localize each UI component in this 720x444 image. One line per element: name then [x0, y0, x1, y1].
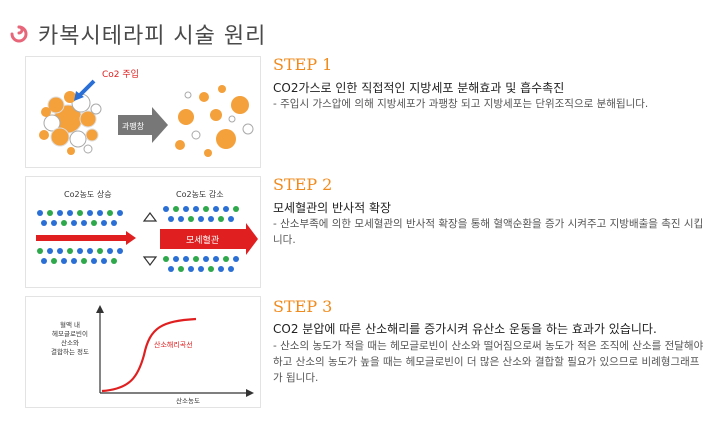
svg-text:헤모글로빈이: 헤모글로빈이 — [52, 329, 88, 338]
vessel-label: 모세혈관 — [186, 234, 219, 246]
page-title: 카복시테라피 시술 원리 — [38, 24, 267, 49]
svg-text:산소와: 산소와 — [61, 338, 79, 347]
x-axis-label: 산소농도 — [176, 396, 200, 405]
step1-illustration: Co2 주입 과팽창 — [25, 56, 261, 168]
co2-rise-label: Co2농도 상승 — [64, 189, 112, 199]
oxygen-dissociation-graph: 혈액 내 헤모글로빈이 산소와 결합하는 정도 산소해리곡선 산소농도 — [51, 305, 254, 405]
step3-desc-line: - 산소의 농도가 적을 때는 헤모글로빈이 산소와 떨어짐으로써 농도가 적은… — [273, 340, 704, 352]
dispersed-cells — [175, 85, 254, 157]
expansion-label: 과팽창 — [122, 121, 145, 131]
step3-desc-line: 가 됩니다. — [273, 372, 319, 384]
curve-label: 산소해리곡선 — [154, 340, 193, 349]
fat-cell-cluster — [39, 91, 102, 155]
expansion-arrow-icon: 과팽창 — [118, 107, 168, 143]
step2-description: - 산소부족에 의한 모세혈관의 반사적 확장을 통해 혈액순환을 증가 시켜주… — [273, 216, 713, 248]
svg-text:결합하는 정도: 결합하는 정도 — [51, 347, 89, 356]
expand-down-arrow-icon — [142, 256, 158, 266]
fat-cell-diagram: Co2 주입 과팽창 — [39, 68, 254, 157]
step2-desc-line: - 산소부족에 의한 모세혈관의 반사적 확장을 통해 혈액순환을 증가 시켜주… — [273, 218, 704, 230]
step3-illustration: 혈액 내 헤모글로빈이 산소와 결합하는 정도 산소해리곡선 산소농도 — [25, 296, 261, 408]
dilated-vessel — [160, 229, 246, 249]
step1-title: STEP 1 — [273, 55, 333, 74]
dissociation-curve — [101, 317, 197, 393]
step3-heading: CO2 분압에 따른 산소해리를 증가시켜 유산소 운동을 하는 효과가 있습니… — [273, 322, 657, 336]
page-header: 카복시테라피 시술 원리 — [8, 14, 266, 54]
right-cell-dots — [163, 206, 239, 272]
step2-illustration: Co2농도 상승 Co2농도 감소 모세혈관 — [25, 176, 261, 288]
step2-desc-line: 니다. — [273, 234, 296, 246]
swirl-icon — [10, 25, 28, 43]
step1-desc-line: - 주입시 가스압에 의해 지방세포가 과팽창 되고 지방세포는 단위조직으로 … — [273, 98, 649, 110]
svg-text:혈액 내: 혈액 내 — [60, 320, 80, 329]
expand-up-arrow-icon — [142, 212, 158, 222]
step2-heading: 모세혈관의 반사적 확장 — [273, 201, 392, 215]
narrow-vessel — [36, 235, 128, 241]
injection-arrow-icon — [76, 79, 96, 99]
left-cell-dots — [37, 210, 123, 264]
y-axis-label: 혈액 내 헤모글로빈이 산소와 결합하는 정도 — [51, 320, 89, 356]
capillary-diagram: Co2농도 상승 Co2농도 감소 모세혈관 — [36, 189, 258, 272]
co2-drop-label: Co2농도 감소 — [176, 189, 224, 199]
step3-title: STEP 3 — [273, 297, 333, 316]
step1-heading: CO2가스로 인한 직접적인 지방세포 분해효과 및 흡수촉진 — [273, 81, 565, 95]
step2-title: STEP 2 — [273, 175, 333, 194]
step3-desc-line: 하고 산소의 농도가 높을 때는 헤모글로빈이 더 많은 산소와 결합할 필요가… — [273, 356, 700, 368]
injection-label: Co2 주입 — [102, 68, 139, 80]
step3-description: - 산소의 농도가 적을 때는 헤모글로빈이 산소와 떨어짐으로써 농도가 적은… — [273, 338, 713, 386]
step1-description: - 주입시 가스압에 의해 지방세포가 과팽창 되고 지방세포는 단위조직으로 … — [273, 96, 713, 112]
